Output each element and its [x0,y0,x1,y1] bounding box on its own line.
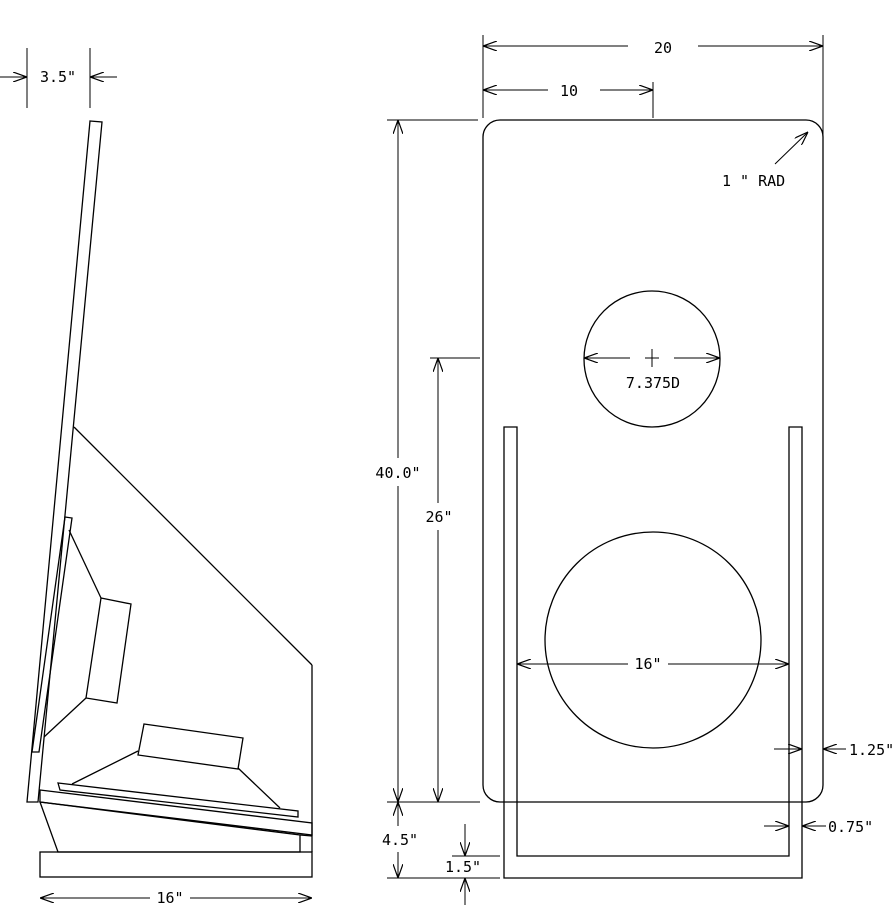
baffle-outline [482,119,824,803]
dim-bottom-label: 16" [156,889,183,907]
front-baffle [26,120,103,803]
lower-driver-cone-left [71,750,139,785]
dim-half-label: 10 [560,82,578,100]
dim-top-label: 3.5" [40,68,76,86]
dim-small-hole-label: 7.375D [626,374,680,392]
lower-driver-magnet [137,723,244,770]
dim-base-label: 4.5" [382,831,418,849]
lower-driver-basket [57,782,299,818]
dim-large-hole-label: 16" [634,655,661,673]
lower-driver-cone-right [237,767,281,809]
dim-wall-outer-label: 1.25" [849,741,893,759]
dim-radius-leader [774,132,808,165]
upper-driver-cone-bottom [43,697,87,738]
side-view: 3.5" 16" [0,48,313,907]
inner-panel [31,516,73,753]
upper-driver-cone-top [68,529,102,599]
back-slope [73,426,313,666]
upper-driver-magnet [85,597,132,704]
side-walls-base [503,426,803,879]
dim-inner-label: 1.5" [445,858,481,876]
base-skirt [39,801,301,853]
bottom-board [39,789,313,836]
front-view: 20 10 1 " RAD 7.375D 16" 40.0" 26" 4.5" [375,35,893,905]
dim-width-label: 20 [654,39,672,57]
dim-radius-label: 1 " RAD [722,172,785,190]
dim-height-label: 40.0" [375,464,420,482]
dim-wall-inner-label: 0.75" [828,818,873,836]
dim-center-label: 26" [425,508,452,526]
base-skirt-back [299,834,313,837]
plinth [39,851,313,878]
large-driver-hole [544,531,762,749]
